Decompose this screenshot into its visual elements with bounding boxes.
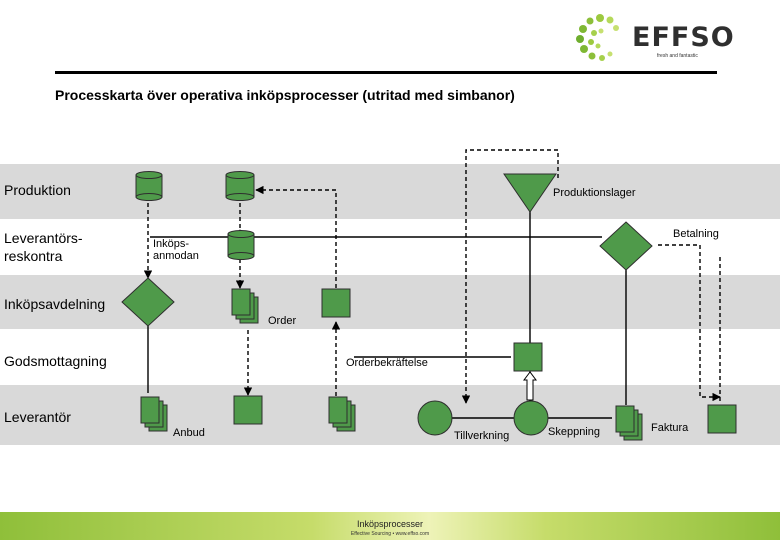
logo-dots-icon xyxy=(576,14,619,61)
title-divider xyxy=(55,71,717,74)
label-anbud: Anbud xyxy=(173,427,205,439)
label-order: Order xyxy=(268,315,297,327)
anbud-stack-icon xyxy=(140,396,168,432)
cylinder-produktion-2-icon xyxy=(225,171,255,201)
lane-leverantor xyxy=(0,385,780,445)
cylinder-reskontra-icon xyxy=(227,230,255,260)
lane-label-inkopsavdelning: Inköpsavdelning xyxy=(4,296,106,312)
lane-label-leverantor: Leverantör xyxy=(4,409,71,425)
faktura-stack-icon xyxy=(615,405,643,441)
footer-title: Inköpsprocesser xyxy=(356,519,424,529)
label-orderbekraftelse: Orderbekräftelse xyxy=(346,357,428,369)
label-skeppning: Skeppning xyxy=(548,426,600,438)
dash-faktura-betalning xyxy=(658,244,721,402)
order-stack-icon xyxy=(231,288,259,324)
label-tillverkning: Tillverkning xyxy=(454,430,510,442)
tillverkning-circle-icon xyxy=(417,400,453,436)
lane-produktion xyxy=(0,164,780,219)
footer-subtitle: Effective Sourcing • www.effso.com xyxy=(350,531,430,537)
inkop-box-icon xyxy=(321,288,351,318)
skeppning-circle-icon xyxy=(513,400,549,436)
footer-bar xyxy=(0,512,780,540)
brand-tagline: fresh and fantastic xyxy=(657,53,698,59)
lane-label-godsmottagning: Godsmottagning xyxy=(4,353,107,369)
label-inkopsanmodan: Inköps- anmodan xyxy=(153,238,199,262)
page-title: Processkarta över operativa inköpsproces… xyxy=(55,87,515,103)
lane-label-produktion: Produktion xyxy=(4,182,71,198)
effso-logo xyxy=(570,10,770,70)
produktionslager-triangle-icon xyxy=(503,173,557,213)
dash-triangle-loop xyxy=(461,149,559,404)
label-betalning: Betalning xyxy=(673,228,719,240)
cylinder-produktion-1-icon xyxy=(135,171,163,201)
up-arrow-icon xyxy=(523,371,537,401)
dash-inkop-produktion-loop xyxy=(255,185,337,288)
brand-name: EFFSO xyxy=(632,22,735,53)
faktura-box-icon xyxy=(707,404,737,434)
leverantor-stack-icon xyxy=(328,396,356,432)
godsmottagning-box-icon xyxy=(513,342,543,372)
label-produktionslager: Produktionslager xyxy=(553,187,636,199)
label-faktura: Faktura xyxy=(651,422,689,434)
lane-label-leverantorsreskontra: Leverantörs- reskontra xyxy=(4,230,83,264)
inkopsavdelning-diamond-icon xyxy=(121,277,175,327)
leverantor-box-icon xyxy=(233,395,263,425)
betalning-diamond-icon xyxy=(599,221,653,271)
